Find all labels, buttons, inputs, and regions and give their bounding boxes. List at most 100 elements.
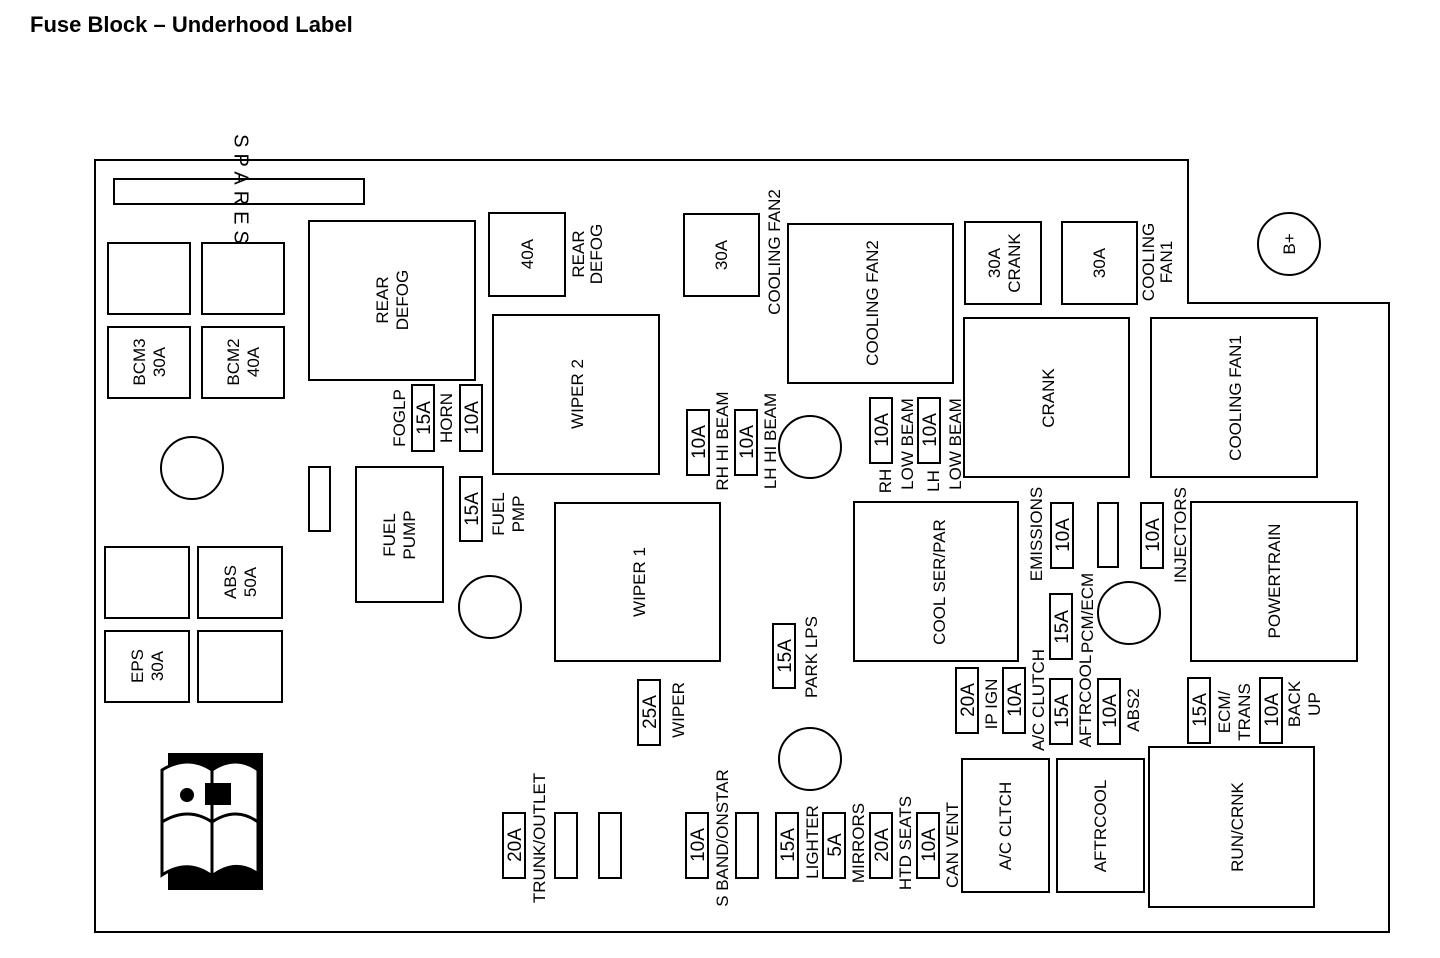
svg-text:FAN1: FAN1	[1157, 241, 1176, 284]
svg-text:40A: 40A	[244, 346, 263, 377]
svg-text:HORN: HORN	[437, 393, 456, 443]
mini-fuse-htd-seats-amp: 20A	[872, 828, 893, 862]
svg-text:10A: 10A	[1053, 518, 1074, 552]
relay-aftrcool-label: AFTRCOOL	[1091, 780, 1110, 873]
mini-fuse-lighter-amp: 15A	[778, 828, 799, 862]
svg-text:PARK LPS: PARK LPS	[802, 616, 821, 698]
svg-text:15A: 15A	[778, 828, 799, 862]
fuse-slot-empty-1	[107, 242, 191, 315]
svg-text:LH HI BEAM: LH HI BEAM	[761, 393, 780, 489]
svg-text:LH: LH	[924, 470, 943, 492]
fuse-rear-defog-name: REAR DEFOG	[569, 224, 606, 284]
mini-fuse-pcm-ecm	[1049, 593, 1073, 660]
svg-text:PCM/ECM: PCM/ECM	[1078, 573, 1097, 653]
svg-text:10A: 10A	[689, 425, 710, 459]
fuse-slot-empty-3	[104, 546, 190, 619]
svg-text:ABS2: ABS2	[1124, 688, 1143, 731]
relay-powertrain-label: POWERTRAIN	[1265, 524, 1284, 639]
info-book-icon	[160, 753, 263, 890]
relay-powertrain	[1190, 501, 1358, 662]
svg-text:AFTRCOOL: AFTRCOOL	[1076, 655, 1095, 748]
svg-text:10A: 10A	[1262, 693, 1283, 727]
relay-cooling-fan2-label: COOLING FAN2	[863, 240, 882, 366]
svg-text:50A: 50A	[241, 566, 260, 597]
mini-fuse-fuel-pmp-name: FUEL PMP	[489, 492, 528, 535]
mini-fuse-abs2-amp: 10A	[1100, 694, 1121, 728]
svg-text:AFTRCOOL: AFTRCOOL	[1091, 780, 1110, 873]
mini-fuse-lh-low-beam	[917, 397, 941, 464]
page-title: Fuse Block – Underhood Label	[30, 12, 353, 37]
mini-fuse-abs2	[1097, 678, 1121, 745]
mini-fuse-horn-name: HORN	[437, 393, 456, 443]
svg-text:20A: 20A	[872, 828, 893, 862]
mini-fuse-ecm-trans-name: ECM/ TRANS	[1215, 683, 1254, 741]
mini-fuse-fuel-pmp-amp: 15A	[462, 492, 483, 526]
relay-ac-cltch-label: A/C CLTCH	[996, 782, 1015, 870]
mini-fuse-aftrcool-name: AFTRCOOL	[1076, 655, 1095, 748]
svg-text:FUEL: FUEL	[380, 513, 399, 556]
fuse-abs-label: ABS 50A	[221, 565, 260, 599]
svg-text:20A: 20A	[505, 828, 526, 862]
mini-fuse-emissions	[1050, 502, 1074, 569]
svg-text:10A: 10A	[872, 413, 893, 447]
svg-text:POWERTRAIN: POWERTRAIN	[1265, 524, 1284, 639]
svg-text:15A: 15A	[775, 639, 796, 673]
mini-fuse-back-up-name: BACK UP	[1285, 680, 1324, 727]
fuse-crank-label: 30A CRANK	[985, 233, 1024, 293]
relay-cool-ser-par	[853, 501, 1019, 662]
fuse-rear-defog	[488, 212, 566, 297]
mini-fuse-lh-hi-beam-name: LH HI BEAM	[761, 393, 780, 489]
mini-fuse-aftrcool-amp: 15A	[1052, 694, 1073, 728]
svg-text:CRANK: CRANK	[1005, 233, 1024, 293]
svg-text:INJECTORS: INJECTORS	[1171, 487, 1190, 583]
svg-text:ECM/: ECM/	[1215, 690, 1234, 733]
mini-fuse-rh-low-beam-name: RH LOW BEAM	[876, 398, 917, 493]
svg-text:LOW BEAM: LOW BEAM	[898, 398, 917, 490]
svg-text:WIPER 2: WIPER 2	[568, 359, 587, 429]
mini-fuse-ip-ign	[955, 667, 979, 734]
svg-text:TRANS: TRANS	[1235, 683, 1254, 741]
fuse-slot-narrow-5	[735, 812, 759, 879]
mini-fuse-emissions-name: EMISSIONS	[1027, 487, 1046, 581]
svg-text:15A: 15A	[1052, 610, 1073, 644]
svg-text:30A: 30A	[712, 239, 731, 270]
svg-text:WIPER: WIPER	[669, 682, 688, 738]
svg-text:COOL SER/PAR: COOL SER/PAR	[930, 519, 949, 645]
svg-text:HTD SEATS: HTD SEATS	[896, 796, 915, 890]
spares-label: SPARES	[230, 134, 252, 250]
mini-fuse-rh-hi-beam-name: RH HI BEAM	[713, 391, 732, 490]
relay-ac-cltch	[961, 758, 1050, 893]
mini-fuse-horn-amp: 10A	[462, 401, 483, 435]
mini-fuse-park-lps	[772, 623, 796, 689]
fuse-abs	[197, 546, 283, 619]
mini-fuse-lighter	[775, 812, 799, 879]
mini-fuse-park-lps-name: PARK LPS	[802, 616, 821, 698]
svg-text:RUN/CRNK: RUN/CRNK	[1228, 781, 1247, 871]
mini-fuse-can-vent-name: CAN VENT	[943, 802, 962, 888]
svg-text:UP: UP	[1305, 692, 1324, 716]
svg-text:REAR: REAR	[373, 276, 392, 323]
svg-text:20A: 20A	[958, 683, 979, 717]
relay-cooling-fan1-label: COOLING FAN1	[1226, 335, 1245, 461]
svg-text:A/C CLTCH: A/C CLTCH	[996, 782, 1015, 870]
svg-text:B+: B+	[1280, 233, 1299, 254]
relay-wiper2-label: WIPER 2	[568, 359, 587, 429]
mini-fuse-foglp	[411, 384, 435, 452]
svg-text:IP IGN: IP IGN	[982, 679, 1001, 730]
mini-fuse-ecm-trans	[1187, 677, 1211, 744]
mini-fuse-horn	[459, 384, 483, 452]
svg-text:15A: 15A	[462, 492, 483, 526]
mini-fuse-back-up	[1259, 677, 1283, 744]
fuse-bcm2	[201, 326, 285, 399]
mini-fuse-wiper-name: WIPER	[669, 682, 688, 738]
relay-rear-defog	[308, 220, 476, 381]
svg-text:EPS: EPS	[128, 649, 147, 683]
fuse-cooling-fan1	[1061, 221, 1138, 305]
spares-strip	[113, 178, 365, 205]
mini-fuse-ac-clutch-name: A/C CLUTCH	[1029, 649, 1048, 751]
svg-text:30A: 30A	[150, 346, 169, 377]
svg-text:EMISSIONS: EMISSIONS	[1027, 487, 1046, 581]
mini-fuse-wiper-amp: 25A	[640, 695, 661, 729]
mount-hole-4	[1097, 581, 1161, 645]
